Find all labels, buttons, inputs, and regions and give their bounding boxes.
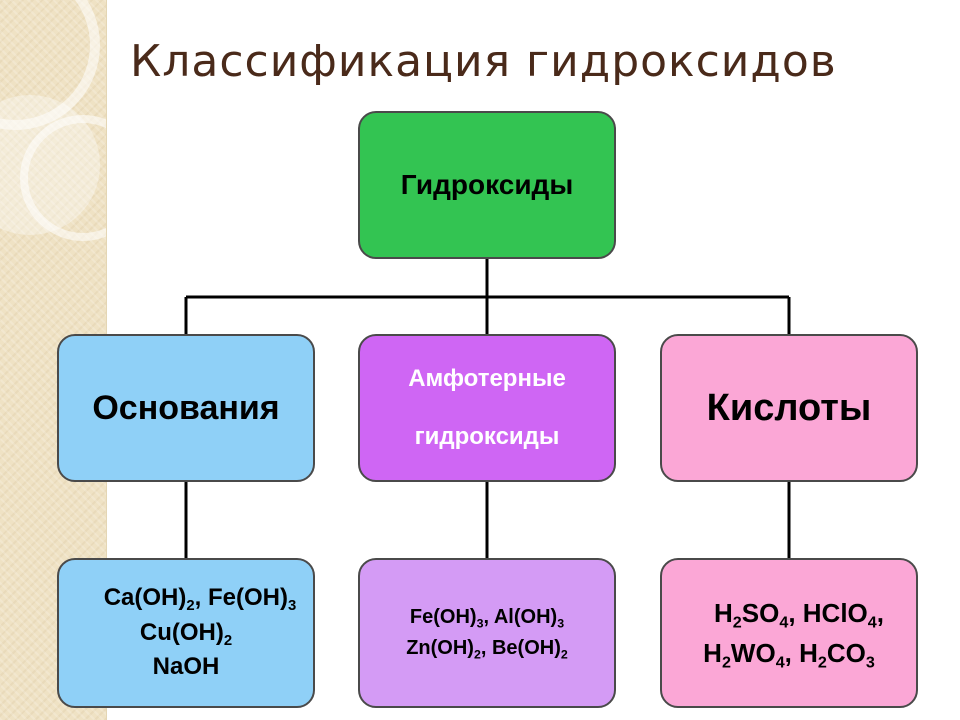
formula-text: , [876, 597, 884, 628]
formula-text: SO [741, 597, 780, 628]
root-node-label: Гидроксиды [400, 169, 574, 200]
formula-subscript: 2 [473, 647, 481, 662]
category-node-amphoteric: Амфотерные гидроксиды [358, 334, 616, 482]
formula-subscript: 4 [779, 613, 789, 632]
decorative-ring [20, 115, 106, 241]
formula-line: NaOH [153, 650, 220, 685]
category-label: Основания [92, 388, 280, 427]
formula-subscript: 3 [288, 598, 297, 614]
formula-subscript: 3 [476, 616, 484, 631]
formula-subscript: 2 [223, 632, 233, 649]
formula-line: Cu(OH)2 [140, 616, 232, 651]
examples-node-amphoteric: Fe(OH)3, Al(OH)3 Zn(OH)2, Be(OH)2 [358, 558, 616, 708]
formula-subscript: 4 [867, 613, 877, 632]
examples-node-acids: H2SO4, HClO4, H2WO4, H2CO3 [660, 558, 918, 708]
formula-subscript: 2 [560, 647, 568, 662]
examples-node-bases: Ca(OH)2, Fe(OH)3 Cu(OH)2 NaOH [57, 558, 315, 708]
category-label: Кислоты [706, 386, 872, 429]
formula-subscript: 3 [557, 616, 565, 631]
formula-subscript: 2 [186, 598, 195, 614]
category-node-acids: Кислоты [660, 334, 918, 482]
category-node-bases: Основания [57, 334, 315, 482]
root-node-hydroxides: Гидроксиды [358, 111, 616, 259]
formula-text: Fe(OH) [409, 606, 477, 628]
formula-text: , HClO [788, 597, 868, 628]
formula-line: H2WO4, H2CO3 [703, 633, 875, 673]
formula-text: Ca(OH) [103, 583, 187, 611]
formula-text: H [714, 597, 733, 628]
formula-line: Fe(OH)3, Al(OH)3 [410, 602, 564, 633]
formula-line: H2SO4, HClO4, [714, 593, 884, 633]
formula-text: , Fe(OH) [194, 583, 288, 611]
category-label-line1: Амфотерные [408, 365, 566, 392]
formula-subscript: 2 [732, 613, 742, 632]
formula-text: , Al(OH) [483, 606, 558, 628]
formula-text: CO [826, 638, 866, 668]
formula-text: , H [784, 638, 818, 668]
formula-text: NaOH [152, 653, 220, 681]
formula-line: Ca(OH)2, Fe(OH)3 [104, 581, 297, 616]
formula-text: , Be(OH) [480, 637, 561, 659]
formula-text: WO [730, 638, 776, 668]
formula-subscript: 2 [817, 653, 827, 672]
formula-line: Zn(OH)2, Be(OH)2 [406, 633, 568, 664]
category-label-line2: гидроксиды [414, 423, 560, 450]
formula-text: H [703, 638, 722, 668]
formula-subscript: 4 [775, 653, 785, 672]
formula-subscript: 2 [721, 653, 731, 672]
formula-subscript: 3 [865, 653, 875, 672]
formula-text: Cu(OH) [139, 618, 224, 646]
formula-text: Zn(OH) [406, 637, 474, 659]
page-title: Классификация гидроксидов [130, 36, 837, 87]
